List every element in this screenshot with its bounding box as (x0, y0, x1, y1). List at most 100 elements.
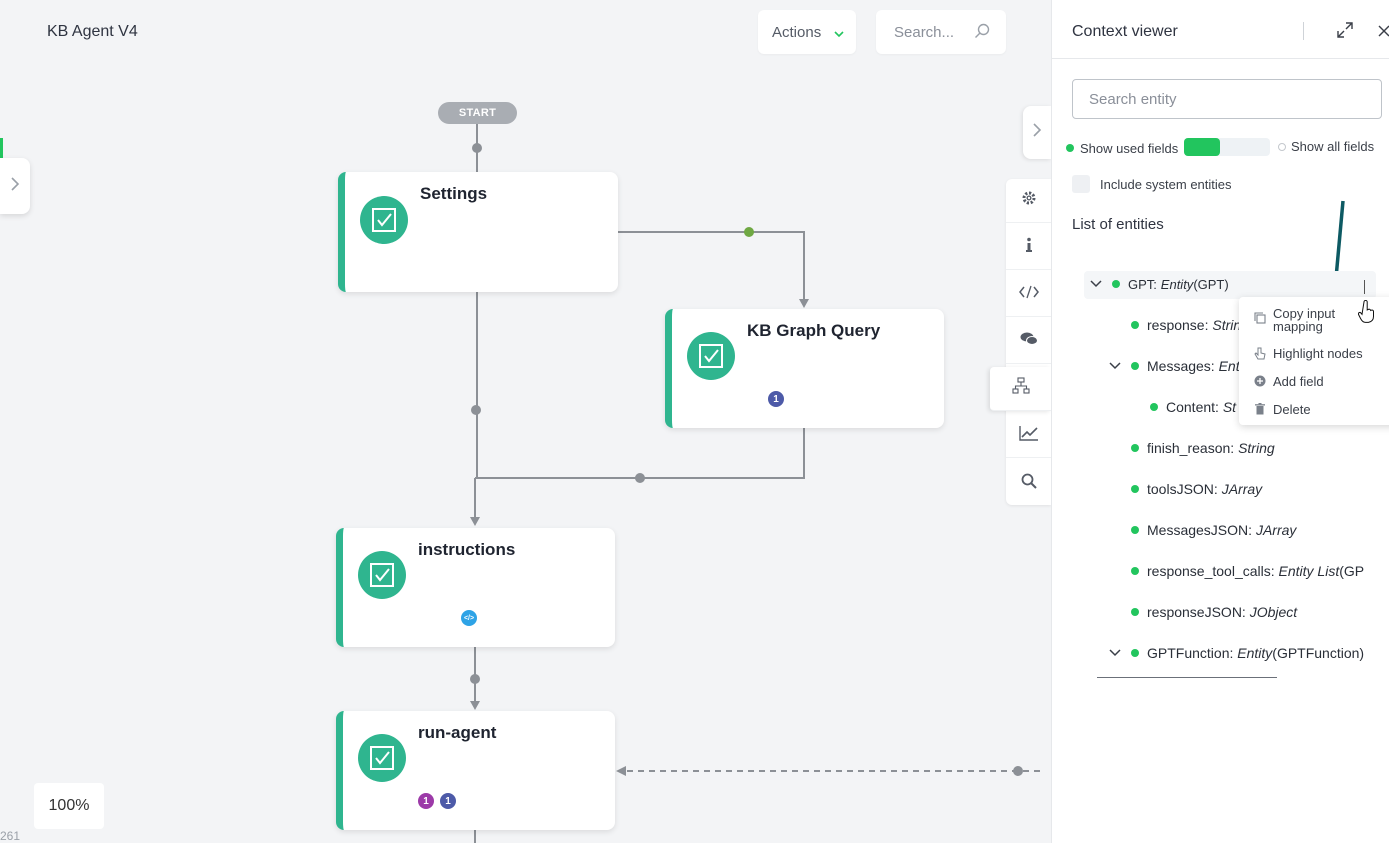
task-check-icon (358, 734, 406, 782)
flow-node-run-agent[interactable]: run-agent 1 1 (336, 711, 615, 830)
tree-item-responsejson[interactable]: responseJSON: JObject (1131, 604, 1297, 620)
include-system-entities-row[interactable]: Include system entities (1072, 175, 1232, 193)
tree-item-finish-reason[interactable]: finish_reason: String (1131, 440, 1275, 456)
toggle-thumb (1184, 138, 1220, 156)
field-visibility-toggle-row: Show used fields Show all fields (1066, 138, 1389, 158)
status-dot-icon (1112, 280, 1120, 288)
code-badge: </> (461, 610, 477, 626)
entity-type: St (1222, 399, 1237, 415)
node-title: Settings (420, 184, 488, 203)
actions-dropdown[interactable]: Actions (758, 10, 856, 54)
side-toolbar (990, 179, 1051, 505)
chevron-down-icon[interactable] (1109, 362, 1121, 370)
status-dot-icon (1131, 444, 1139, 452)
entity-name: response_tool_calls: (1147, 563, 1275, 579)
entity-name: GPTFunction: (1147, 645, 1234, 661)
status-dot-icon (1131, 649, 1139, 657)
node-title: instructions (418, 540, 516, 559)
entity-type: Entity (1237, 645, 1273, 661)
tree-item-response-tool-calls[interactable]: response_tool_calls: Entity List(GP (1131, 563, 1364, 579)
task-check-icon (358, 551, 406, 599)
entity-name: GPT: (1128, 276, 1157, 292)
canvas-header: KB Agent V4 Actions Search... (0, 0, 1051, 62)
flow-canvas[interactable]: KB Agent V4 Actions Search... START Sett… (0, 0, 1051, 843)
expand-icon[interactable] (1337, 22, 1353, 43)
search-placeholder: Search... (894, 23, 955, 41)
analytics-tool-button[interactable] (1006, 414, 1051, 458)
entity-name: responseJSON: (1147, 604, 1246, 620)
chat-tool-button[interactable] (1006, 320, 1051, 364)
chevron-down-icon[interactable] (1090, 280, 1102, 288)
task-check-icon (360, 196, 408, 244)
entity-type: Strin (1212, 317, 1242, 333)
tree-item-response[interactable]: response: Strin (1131, 317, 1241, 333)
highlight-nodes-item[interactable]: Highlight nodes (1253, 347, 1363, 360)
tree-divider (1097, 677, 1277, 678)
start-node[interactable]: START (438, 102, 517, 124)
entities-list-heading: List of entities (1072, 216, 1164, 233)
info-icon (1025, 237, 1033, 258)
entity-row-highlight (1084, 271, 1376, 299)
entity-name: finish_reason: (1147, 440, 1235, 456)
show-all-fields-option[interactable]: Show all fields (1278, 139, 1374, 154)
copy-input-mapping-item[interactable]: Copy input mapping (1253, 307, 1353, 333)
expand-left-panel-button[interactable] (0, 158, 30, 214)
chevron-right-icon (1032, 123, 1042, 142)
status-dot-icon (1131, 526, 1139, 534)
text-cursor (1364, 280, 1365, 294)
status-dot-icon (1131, 485, 1139, 493)
count-badge: 1 (440, 793, 456, 809)
chevron-down-icon (834, 26, 844, 43)
flow-node-settings[interactable]: Settings (338, 172, 618, 292)
node-title: run-agent (418, 723, 497, 742)
entity-type: Entity List (1278, 563, 1340, 579)
flow-title: KB Agent V4 (47, 23, 138, 40)
flow-node-instructions[interactable]: instructions </> (336, 528, 615, 647)
zoom-level[interactable]: 100% (34, 783, 104, 829)
highlight-nodes-label: Highlight nodes (1273, 346, 1363, 361)
tree-item-messages[interactable]: Messages: Ent (1109, 358, 1240, 374)
entity-suffix: (GPT) (1193, 276, 1229, 292)
pointer-hand-icon (1253, 347, 1267, 360)
status-dot-icon (1150, 403, 1158, 411)
show-used-fields-label[interactable]: Show used fields (1080, 140, 1179, 156)
tree-item-content[interactable]: Content: St (1150, 399, 1236, 415)
include-system-checkbox[interactable] (1072, 175, 1090, 193)
context-viewer-tool-button[interactable] (990, 367, 1051, 411)
collapse-panel-button[interactable] (1023, 106, 1051, 159)
search-tool-button[interactable] (1006, 461, 1051, 505)
hand-cursor-icon (1358, 300, 1374, 323)
entity-search-input[interactable]: Search entity (1072, 79, 1382, 119)
status-dot-icon (1131, 567, 1139, 575)
code-tool-button[interactable] (1006, 273, 1051, 317)
add-field-item[interactable]: Add field (1253, 375, 1324, 388)
status-dot-icon (1131, 321, 1139, 329)
chevron-down-icon[interactable] (1109, 649, 1121, 657)
close-icon[interactable] (1378, 24, 1389, 42)
selected-dot-icon (1066, 144, 1074, 152)
plus-circle-icon (1253, 375, 1267, 387)
flow-search-input[interactable]: Search... (876, 10, 1006, 54)
chart-icon (1018, 425, 1039, 446)
fields-toggle[interactable] (1184, 138, 1270, 156)
flow-node-kb-graph-query[interactable]: KB Graph Query 1 (665, 309, 944, 428)
context-viewer-panel: Context viewer Search entity Show used f… (1051, 0, 1389, 843)
settings-tool-button[interactable] (1006, 179, 1051, 223)
tree-item-gpt[interactable]: GPT: Entity(GPT) (1090, 276, 1229, 292)
entity-suffix: (GPTFunction) (1272, 645, 1365, 661)
chevron-right-icon (10, 176, 20, 196)
entity-name: toolsJSON: (1147, 481, 1218, 497)
trash-icon (1253, 403, 1267, 415)
include-system-label: Include system entities (1100, 176, 1232, 192)
entity-tree: GPT: Entity(GPT) response: Strin Message… (1052, 0, 1389, 843)
node-title: KB Graph Query (747, 321, 881, 340)
status-dot-icon (1131, 608, 1139, 616)
info-tool-button[interactable] (1006, 226, 1051, 270)
tree-item-gptfunction[interactable]: GPTFunction: Entity(GPTFunction) (1109, 645, 1364, 661)
tree-item-toolsjson[interactable]: toolsJSON: JArray (1131, 481, 1262, 497)
entity-name: Content: (1166, 399, 1219, 415)
delete-item[interactable]: Delete (1253, 403, 1311, 416)
radio-empty-icon (1278, 142, 1286, 151)
delete-label: Delete (1273, 402, 1311, 417)
tree-item-messagesjson[interactable]: MessagesJSON: JArray (1131, 522, 1296, 538)
